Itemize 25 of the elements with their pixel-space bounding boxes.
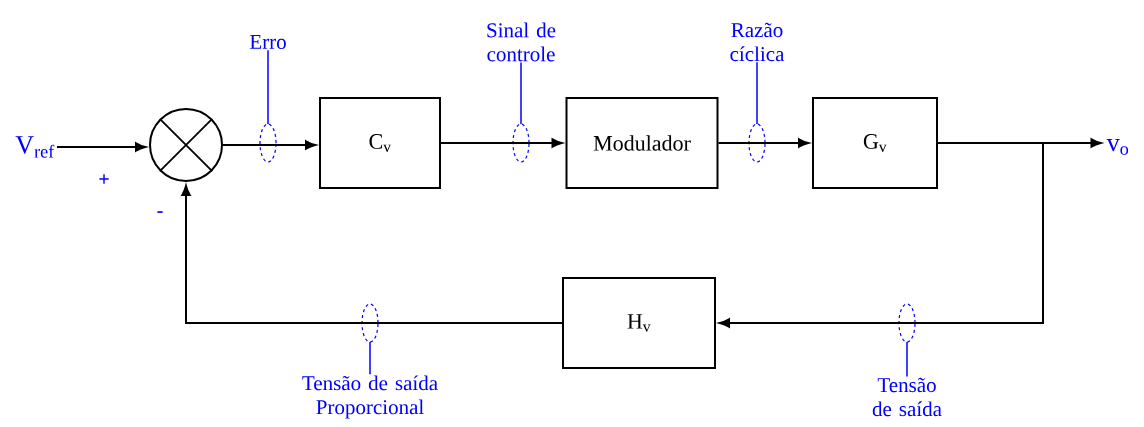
block-box: H$_{v}$	[562, 277, 716, 369]
block-box: Modulador	[565, 97, 719, 189]
leader-line	[267, 49, 269, 125]
signal-annotation: Razão cíclica	[730, 22, 785, 62]
arrow	[717, 138, 810, 148]
summing-junction	[149, 108, 223, 182]
leader-line	[756, 61, 758, 125]
leader-line	[906, 341, 908, 378]
sign-label: +	[99, 174, 109, 184]
signal-label: v$_{o}$	[1106, 139, 1129, 155]
block-box: G$_{v}$	[812, 97, 938, 189]
leader-line	[369, 341, 371, 375]
arrow	[440, 138, 563, 148]
signal-annotation: Sinal de controle	[487, 22, 556, 62]
leader-line	[520, 61, 522, 125]
signal-annotation: Tensão de saída Proporcional	[302, 375, 438, 419]
arrow	[718, 142, 1044, 328]
arrow	[181, 184, 563, 324]
arrow	[222, 140, 317, 150]
signal-annotation: Tensão de saída	[872, 377, 942, 417]
sign-label: -	[157, 211, 163, 213]
block-box: C$_{v}$	[319, 97, 441, 189]
arrow	[55, 142, 147, 152]
signal-annotation: Erro	[249, 35, 286, 49]
signal-label: V$_{ref}$	[15, 136, 55, 158]
